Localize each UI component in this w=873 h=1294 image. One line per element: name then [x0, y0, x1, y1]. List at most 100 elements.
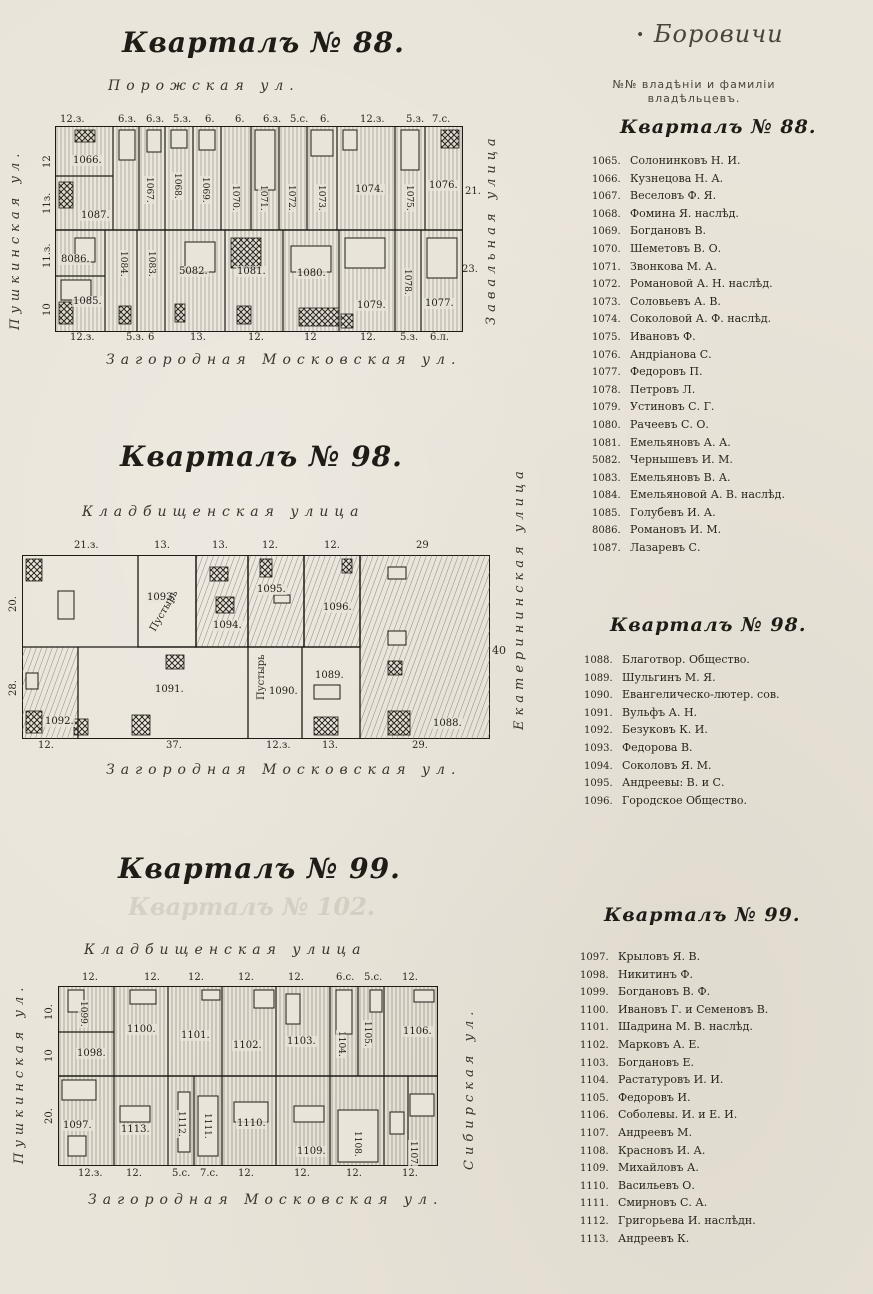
dim-99-bottom-5: 12.	[238, 1168, 254, 1179]
lot-1101: 1101.	[180, 1030, 211, 1041]
lot-1084: 1084.	[118, 250, 128, 278]
owner-row: 1078.Петровъ Л.	[592, 381, 785, 399]
owner-name: Никитинъ Ф.	[618, 967, 694, 981]
owner-name: Кузнецова Н. А.	[630, 171, 724, 185]
owner-name: Рачеевъ С. О.	[630, 417, 709, 431]
owner-name: Шульгинъ М. Я.	[622, 670, 716, 684]
lot-1111: 1111.	[202, 1112, 212, 1140]
owner-row: 1093.Федорова В.	[584, 739, 780, 757]
lot-1070: 1070.	[230, 184, 240, 212]
owner-plot-number: 1065.	[592, 156, 621, 167]
dim-98-top-5: 12.	[324, 540, 340, 551]
owner-row: 1076.Андрiанова С.	[592, 346, 785, 364]
owner-plot-number: 1106.	[580, 1110, 609, 1122]
owner-plot-number: 1066.	[592, 173, 621, 185]
lot-1094: 1094.	[212, 620, 243, 631]
owner-row: 1071.Звонкова М. А.	[592, 258, 785, 276]
dim-98-top-6: 29	[416, 540, 429, 551]
owner-name: Андреевъ М.	[618, 1125, 692, 1139]
quarter-98-owner-list: 1088.Благотвор. Общество.1089.Шульгинъ М…	[584, 651, 780, 809]
lot-1066: 1066.	[72, 155, 103, 166]
dim-88-top-7: 6.з.	[263, 114, 282, 125]
owner-name: Звонкова М. А.	[630, 259, 717, 273]
owner-row: 1075.Ивановъ Ф.	[592, 328, 785, 346]
dim-88-bottom-5: 12.	[248, 332, 264, 343]
dim-99-bottom-7: 12.	[346, 1168, 362, 1179]
dim-88-top-9: 6.	[320, 114, 330, 125]
quarter-99-street-bottom: Загородная Московская ул.	[88, 1192, 444, 1208]
owner-plot-number: 1099.	[580, 987, 609, 999]
owner-plot-number: 1105.	[580, 1092, 609, 1104]
dim-98-left-2: 28.	[8, 680, 19, 696]
owner-name: Растатуровъ И. И.	[618, 1073, 724, 1087]
owner-plot-number: 1088.	[584, 655, 613, 666]
owner-plot-number: 1107.	[580, 1127, 609, 1139]
quarter-98-street-right: Екатерининская улица	[512, 466, 527, 730]
owner-plot-number: 1103.	[580, 1057, 609, 1069]
owner-row: 1108.Красновъ И. А.	[580, 1142, 768, 1160]
dim-99-bottom-6: 12.	[294, 1168, 310, 1179]
lot-1098: 1098.	[76, 1048, 107, 1059]
dim-99-top-3: 12.	[188, 972, 204, 983]
dim-98-bottom-3: 12.з.	[266, 740, 291, 751]
owner-name: Романовой А. Н. наслѣд.	[630, 277, 773, 291]
quarter-99-list-title: Кварталъ № 99.	[604, 904, 801, 926]
dim-98-bottom-5: 29.	[412, 740, 428, 751]
owner-row: 1113.Андреевъ К.	[580, 1230, 768, 1248]
owner-name: Чернышевъ И. М.	[630, 453, 733, 467]
dim-99-left-1: 10.	[44, 1004, 55, 1020]
owner-plot-number: 1085.	[592, 507, 621, 519]
owner-name: Михайловъ А.	[618, 1161, 699, 1175]
owner-plot-number: 1101.	[580, 1022, 609, 1034]
owner-row: 1085.Голубевъ И. А.	[592, 504, 785, 522]
owner-name: Солонинковъ Н. И.	[630, 154, 741, 167]
owner-row: 1066. Кузнецова Н. А.	[592, 170, 785, 188]
owner-row: 1077.Федоровъ П.	[592, 363, 785, 381]
lot-1113: 1113.	[120, 1124, 151, 1135]
dim-88-top-2: 6.з.	[118, 114, 137, 125]
owner-row: 1070.Шеметовъ В. О.	[592, 240, 785, 258]
lot-1077: 1077.	[424, 298, 455, 309]
owner-name: Фомина Я. наслѣд.	[630, 206, 739, 220]
lot-1076: 1076.	[428, 180, 459, 191]
owner-name: Ивановъ Ф.	[630, 329, 696, 343]
owner-name: Федоровъ И.	[618, 1090, 691, 1104]
owner-row: 1090.Евангелическо-лютер. сов.	[584, 686, 780, 704]
lot-1078: 1078.	[402, 268, 412, 296]
dim-88-top-5: 6.	[205, 114, 215, 125]
owner-plot-number: 1079.	[592, 402, 621, 414]
dim-99-bottom-1: 12.з.	[78, 1168, 103, 1179]
lot-1081: 1081.	[236, 266, 267, 277]
owner-row: 1080.Рачеевъ С. О.	[592, 416, 785, 434]
owner-plot-number: 1083.	[592, 472, 621, 484]
owner-plot-number: 1097.	[580, 952, 609, 963]
owner-name: Благотвор. Общество.	[622, 653, 750, 666]
lot-1087: 1087.	[80, 210, 111, 221]
lot-1108: 1108.	[352, 1130, 362, 1158]
dim-88-right-1: 21.	[465, 186, 481, 197]
dim-88-bottom-4: 13.	[190, 332, 206, 343]
dim-99-top-5: 12.	[288, 972, 304, 983]
owner-name: Федоровъ П.	[630, 365, 703, 379]
lot-1110: 1110.	[236, 1118, 267, 1129]
dim-88-top-4: 5.з.	[173, 114, 192, 125]
owner-row: 1098.Никитинъ Ф.	[580, 966, 768, 984]
owner-name: Андреевы: В. и С.	[622, 776, 725, 790]
quarter-99-title: Кварталъ № 99.	[118, 852, 401, 885]
dim-98-bottom-1: 12.	[38, 740, 54, 751]
owner-row: 5082.Чернышевъ И. М.	[592, 451, 785, 469]
dim-88-top-10: 12.з.	[360, 114, 385, 125]
owner-plot-number: 8086.	[592, 525, 621, 537]
owner-name: Лазаревъ С.	[630, 541, 701, 555]
dim-88-left-1: 12	[42, 155, 53, 168]
owner-name: Безуковъ К. И.	[622, 723, 708, 737]
owner-name: Романовъ И. М.	[630, 523, 722, 537]
dim-99-top-2: 12.	[144, 972, 160, 983]
owner-row: 1065. Солонинковъ Н. И.	[592, 152, 785, 170]
quarter-99-street-left: Пушкинская ул.	[12, 982, 27, 1164]
lot-5082: 5082.	[178, 266, 209, 277]
owner-row: 1083.Емельяновъ В. А.	[592, 469, 785, 487]
owner-name: Емельяновъ А. А.	[630, 435, 731, 449]
owner-plot-number: 1102.	[580, 1039, 609, 1051]
dim-99-bottom-4: 7.с.	[200, 1168, 219, 1179]
